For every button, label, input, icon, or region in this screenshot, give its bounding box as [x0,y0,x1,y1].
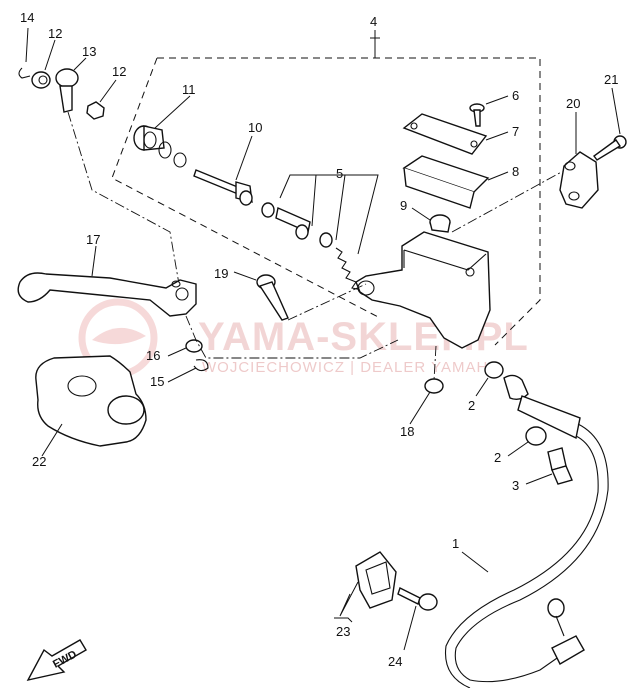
part-10-push-rod [193,169,253,206]
callout-14: 14 [20,10,34,25]
part-12-nut-right [86,101,105,120]
part-20-clamp [559,151,599,209]
part-21-bolt [593,135,627,161]
callout-9: 9 [400,198,407,213]
part-3-union-bolt [547,447,573,485]
leader-2b [507,441,529,457]
part-6-screw [469,103,485,127]
part-5-piston-kit [261,202,363,291]
callout-22: 22 [32,454,46,469]
part-15-circlip [193,359,209,372]
centerline-18 [433,345,437,381]
part-22-lever-cover [35,355,147,447]
part-2-washer-upper [484,361,504,379]
callout-8: 8 [512,164,519,179]
callout-12a: 12 [48,26,62,41]
callout-19: 19 [214,266,228,281]
leader-1 [461,551,489,573]
callout-1: 1 [452,536,459,551]
part-18-cap [424,378,444,394]
callout-labels: 14 12 13 12 11 10 4 6 7 8 5 9 20 21 17 1… [20,10,618,669]
watermark-sub-text: WOJCIECHOWICZ | DEALER YAMAHA [202,359,499,376]
part-9-insert [429,214,451,233]
part-23-hose-holder [355,551,397,609]
callout-13: 13 [82,44,96,59]
centerline-20 [451,169,566,233]
callout-2a: 2 [468,398,475,413]
leader-21 [611,87,621,135]
leader-8 [487,171,509,181]
master-cylinder-body [355,231,491,349]
leader-22 [41,423,63,457]
leader-17 [91,245,97,277]
leader-18 [409,391,431,425]
callout-5: 5 [336,166,343,181]
part-16-washer [185,339,203,353]
leader-9 [411,207,431,221]
callout-16: 16 [146,348,160,363]
leader-15 [167,367,197,383]
callout-3: 3 [512,478,519,493]
leader-2a [475,377,489,397]
leader-16 [167,347,187,357]
callout-4: 4 [370,14,377,29]
leader-19 [233,271,257,281]
leader-24 [403,605,417,651]
leader-5 [279,174,379,255]
part-11-ring-a [158,141,172,159]
centerline-13 [67,111,181,291]
callout-10: 10 [248,120,262,135]
part-19-pivot-bolt [256,274,289,321]
callout-20: 20 [566,96,580,111]
fwd-label: FWD [51,648,79,670]
leader-23 [334,581,359,623]
part-13-pivot-bolt [55,68,79,113]
leader-7 [485,131,509,141]
callout-18: 18 [400,424,414,439]
leader-11 [154,95,191,129]
part-11-boot [133,125,165,151]
part-1-brake-hose [444,374,609,688]
callout-2b: 2 [494,450,501,465]
callout-15: 15 [150,374,164,389]
callout-17: 17 [86,232,100,247]
callout-24: 24 [388,654,402,669]
leader-13 [73,57,87,71]
leader-12b [99,79,117,103]
part-8-diaphragm [402,155,490,209]
callout-6: 6 [512,88,519,103]
fwd-arrow-icon: FWD [26,639,87,682]
leader-14 [25,27,29,63]
part-14-clip [18,67,31,79]
callout-7: 7 [512,124,519,139]
part-12-nut-left [31,71,51,89]
part-17-brake-lever [17,272,197,317]
centerline-19 [287,283,367,321]
part-2-washer-lower [525,426,547,446]
callout-12b: 12 [112,64,126,79]
leader-10 [235,135,253,181]
leader-3 [525,473,553,485]
leader-12a [44,39,56,71]
assembly-4-dashed-outline [111,57,541,346]
watermark-logo-swoosh [92,327,146,345]
callout-21: 21 [604,72,618,87]
part-24-bolt [397,587,438,611]
leader-6 [485,95,509,105]
callout-11: 11 [182,82,196,97]
part-11-ring-b [173,152,187,168]
callout-23: 23 [336,624,350,639]
part-7-reservoir-cap [402,113,488,155]
